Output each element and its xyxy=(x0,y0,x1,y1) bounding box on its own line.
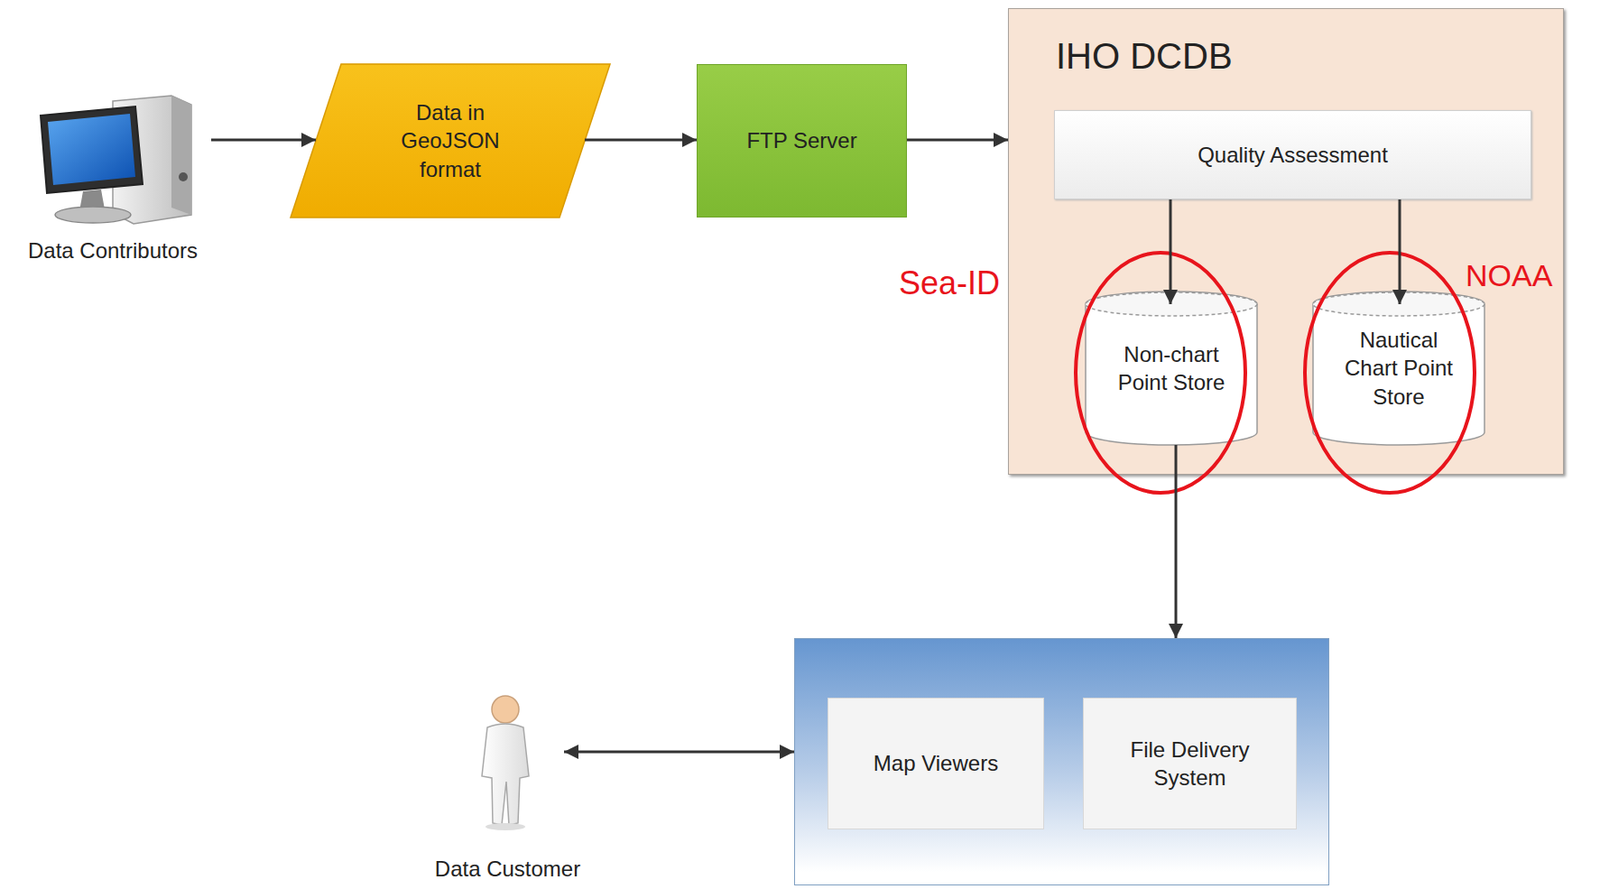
node-text: Data Contributors xyxy=(27,236,198,265)
customer-node: Data Customer xyxy=(424,685,592,885)
node-text: Data Customer xyxy=(434,854,581,883)
highlight-ellipse xyxy=(1075,252,1246,493)
datastore-cylinder: Nautical Chart Point Store xyxy=(1312,291,1486,445)
computer-icon xyxy=(40,95,192,224)
node-text: Map Viewers xyxy=(873,749,999,777)
server-box: FTP Server xyxy=(696,64,907,218)
cylinder-outline xyxy=(1084,291,1258,445)
arrow-connector xyxy=(211,138,316,142)
annotation-label: NOAA xyxy=(1465,258,1553,293)
arrow-connector xyxy=(1174,444,1178,639)
process-box: Quality Assessment xyxy=(1054,110,1532,200)
person-icon xyxy=(481,695,529,831)
arrow-connector xyxy=(1169,199,1173,305)
arrow-connector xyxy=(906,138,1009,142)
node-text: Data in GeoJSON format xyxy=(382,98,518,184)
arrow-connector xyxy=(584,138,697,142)
highlight-ellipses xyxy=(1075,252,1475,493)
service-box: File Delivery System xyxy=(1082,697,1297,830)
service-box: Map Viewers xyxy=(827,697,1045,830)
arrow-connector xyxy=(564,750,795,754)
arrow-connector xyxy=(1398,199,1402,305)
database-panel: IHO DCDB Quality AssessmentNon-chart Poin… xyxy=(1008,8,1564,475)
node-text: IHO DCDB xyxy=(1055,32,1233,80)
datastore-cylinder: Non-chart Point Store xyxy=(1084,291,1258,445)
node-text: FTP Server xyxy=(746,126,857,155)
node-text: File Delivery System xyxy=(1109,735,1272,792)
data-parallelogram: Data in GeoJSON format xyxy=(290,64,611,218)
contributor-node: Data Contributors xyxy=(4,90,222,267)
node-text: Nautical Chart Point Store xyxy=(1331,325,1467,411)
annotation-label: Sea-ID xyxy=(898,265,1000,302)
highlight-ellipse xyxy=(1304,252,1475,493)
node-text: Quality Assessment xyxy=(1197,140,1388,169)
delivery-panel: Map Viewers File Delivery System xyxy=(794,638,1330,886)
node-text: Non-chart Point Store xyxy=(1103,340,1240,397)
